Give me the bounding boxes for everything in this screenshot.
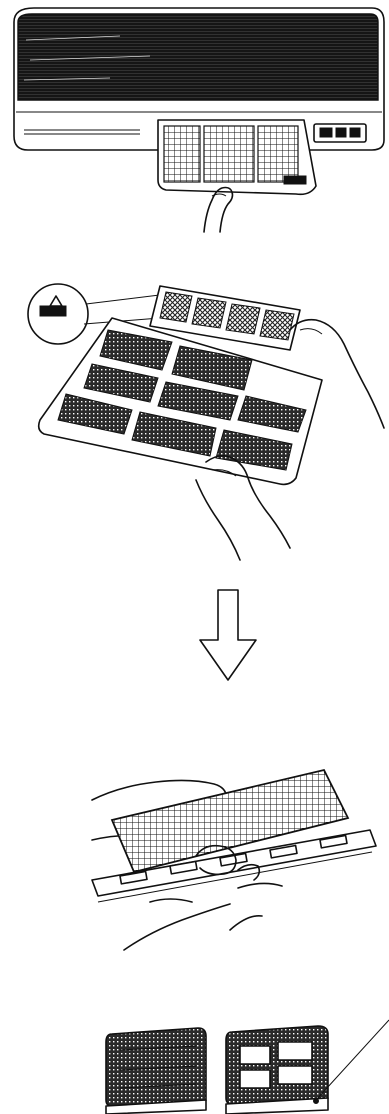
step-1-air-conditioner	[14, 8, 384, 232]
step-2-filter-removal	[28, 284, 384, 560]
filter-cartridge-right	[226, 1026, 328, 1104]
step-3-down-arrow	[200, 590, 256, 680]
ac-front-panel	[18, 14, 378, 100]
down-arrow-icon	[200, 590, 256, 680]
step-5-filter-cartridges	[106, 1020, 389, 1114]
filter-cartridge-left	[106, 1028, 206, 1106]
step-4-separate-filter	[92, 770, 376, 950]
